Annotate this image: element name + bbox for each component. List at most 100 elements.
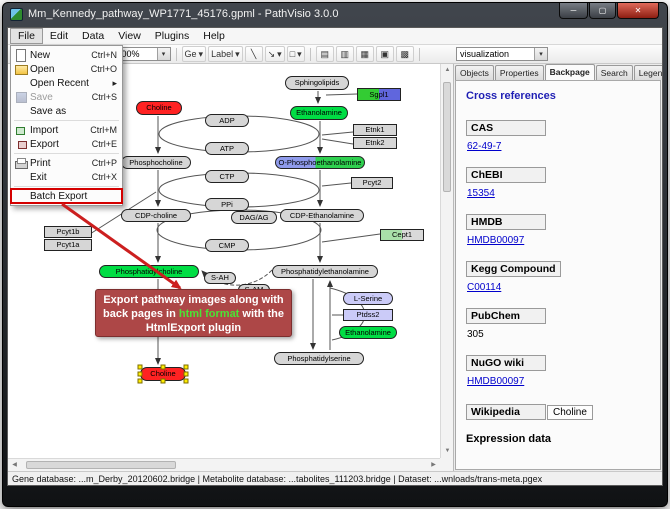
zoom-value: 100% xyxy=(116,49,140,59)
menu-data[interactable]: Data xyxy=(82,30,105,42)
selection-handle[interactable] xyxy=(183,371,189,377)
xref-value[interactable]: 15354 xyxy=(467,188,495,199)
pathway-node-pcyt1a[interactable]: Pcyt1a xyxy=(44,239,92,251)
group-icon: ▩ xyxy=(400,48,409,59)
pathway-node-phosphatidylserine[interactable]: Phosphatidylserine xyxy=(274,352,364,365)
visualization-combobox[interactable]: visualization ▾ xyxy=(456,47,548,61)
scroll-right-icon[interactable]: ▶ xyxy=(431,462,436,468)
xref-value[interactable]: HMDB00097 xyxy=(467,376,525,387)
align-horizontal-button[interactable]: ▤ xyxy=(315,46,334,62)
label-dropdown-button[interactable]: Label ▾ xyxy=(208,46,243,62)
datanode-dropdown-button[interactable]: Ge ▾ xyxy=(181,46,207,62)
pathway-node-phosphatidylethanolamine[interactable]: Phosphatidylethanolamine xyxy=(272,265,378,278)
selection-handle[interactable] xyxy=(137,364,143,370)
pathway-node-cdp-choline[interactable]: CDP-choline xyxy=(121,209,191,222)
selection-handle[interactable] xyxy=(137,378,143,384)
pathway-node-ctp[interactable]: CTP xyxy=(205,170,249,183)
selection-handle[interactable] xyxy=(183,378,189,384)
horizontal-scrollbar[interactable]: ◀ ▶ xyxy=(8,458,440,471)
menu-file[interactable]: File xyxy=(10,28,43,44)
pathway-node-phosphocholine[interactable]: Phosphocholine xyxy=(121,156,191,169)
tutorial-callout: Export pathway images along with back pa… xyxy=(95,289,292,337)
side-panel: ObjectsPropertiesBackpageSearchLegend Cr… xyxy=(454,64,662,471)
group-button[interactable]: ▩ xyxy=(395,46,414,62)
menu-help[interactable]: Help xyxy=(203,30,225,42)
pathway-node-choline[interactable]: Choline xyxy=(136,101,182,115)
pathway-node-ethanolamine[interactable]: Ethanolamine xyxy=(290,106,348,120)
window-controls: ─ ▢ ✕ xyxy=(558,3,659,19)
pathway-node-phosphatidylcholine[interactable]: Phosphatidylcholine xyxy=(99,265,199,278)
selection-handle[interactable] xyxy=(137,371,143,377)
file-menu-item-batch-export[interactable]: Batch Export xyxy=(10,188,123,204)
stack-button[interactable]: ▣ xyxy=(375,46,394,62)
file-menu-item-save-as[interactable]: Save as xyxy=(11,104,122,118)
scroll-up-icon[interactable]: ▲ xyxy=(444,67,451,73)
submenu-arrow-icon: ▸ xyxy=(112,77,117,88)
tab-legend[interactable]: Legend xyxy=(633,65,662,80)
scroll-down-icon[interactable]: ▼ xyxy=(444,448,451,454)
scroll-left-icon[interactable]: ◀ xyxy=(12,462,17,468)
pathway-node-o-phosphoethanolamine[interactable]: O-Phosphoethanolamine xyxy=(275,156,365,169)
pathway-node-adp[interactable]: ADP xyxy=(205,114,249,127)
tab-search[interactable]: Search xyxy=(595,65,633,80)
shape-dropdown-button[interactable]: □ ▾ xyxy=(286,46,305,62)
pathway-node-sphingolipids[interactable]: Sphingolipids xyxy=(285,76,349,90)
pathway-node-atp[interactable]: ATP xyxy=(205,142,249,155)
distribute-button[interactable]: ▦ xyxy=(355,46,374,62)
selection-handle[interactable] xyxy=(183,364,189,370)
pathway-node-etnk1[interactable]: Etnk1 xyxy=(353,124,397,136)
xref-value[interactable]: 62-49-7 xyxy=(467,141,502,152)
tab-backpage[interactable]: Backpage xyxy=(544,64,595,80)
file-menu-item-open-recent[interactable]: Open Recent▸ xyxy=(11,76,122,90)
selection-handle[interactable] xyxy=(160,364,166,370)
menu-item-label: Export xyxy=(30,138,59,150)
xref-value[interactable]: HMDB00097 xyxy=(467,235,525,246)
menu-edit[interactable]: Edit xyxy=(49,30,69,42)
pathway-node-l-serine[interactable]: L-Serine xyxy=(343,292,393,305)
line-tool-button[interactable]: ╲ xyxy=(244,46,263,62)
connector-dropdown-button[interactable]: ↘ ▾ xyxy=(264,46,285,62)
pathway-node-pcyt1b[interactable]: Pcyt1b xyxy=(44,226,92,238)
pathway-node-ppi[interactable]: PPi xyxy=(205,198,249,211)
align-vertical-button[interactable]: ▥ xyxy=(335,46,354,62)
hscroll-thumb[interactable] xyxy=(26,461,176,469)
label-tool-label: Label xyxy=(211,49,234,59)
maximize-button[interactable]: ▢ xyxy=(589,3,616,19)
menu-view[interactable]: View xyxy=(118,30,141,42)
vertical-scrollbar[interactable]: ▲ ▼ xyxy=(440,64,453,458)
xref-source-name: CAS xyxy=(466,120,546,136)
pathway-node-cdp-ethanolamine[interactable]: CDP-Ethanolamine xyxy=(280,209,364,222)
pathway-node-pcyt2[interactable]: Pcyt2 xyxy=(351,177,393,189)
callout-text-after: with the HtmlExport plugin xyxy=(145,307,284,334)
pathway-node-cmp[interactable]: CMP xyxy=(205,239,249,252)
tab-properties[interactable]: Properties xyxy=(494,65,544,80)
pathway-node-etnk2[interactable]: Etnk2 xyxy=(353,137,397,149)
menu-shortcut: Ctrl+M xyxy=(90,125,117,135)
pathway-node-s-ah[interactable]: S-AH xyxy=(204,272,236,284)
pathway-node-ptdss2[interactable]: Ptdss2 xyxy=(343,309,393,321)
pathway-node-cept1[interactable]: Cept1 xyxy=(380,229,424,241)
pathway-node-sgpl1[interactable]: Sgpl1 xyxy=(357,88,401,101)
close-button[interactable]: ✕ xyxy=(617,3,659,19)
vscroll-thumb[interactable] xyxy=(443,82,451,192)
tab-objects[interactable]: Objects xyxy=(455,65,494,80)
selection-handle[interactable] xyxy=(160,378,166,384)
menu-plugins[interactable]: Plugins xyxy=(154,30,190,42)
menu-bar: File Edit Data View Plugins Help xyxy=(8,28,662,45)
zoom-combobox[interactable]: 100% ▾ xyxy=(112,47,171,61)
pathway-node-dag-ag[interactable]: DAG/AG xyxy=(231,211,277,224)
xref-value[interactable]: C00114 xyxy=(467,282,502,293)
minimize-button[interactable]: ─ xyxy=(559,3,588,19)
title-bar[interactable]: Mm_Kennedy_pathway_WP1771_45176.gpml - P… xyxy=(3,3,667,25)
pathway-node-ethanolamine[interactable]: Ethanolamine xyxy=(339,326,397,339)
